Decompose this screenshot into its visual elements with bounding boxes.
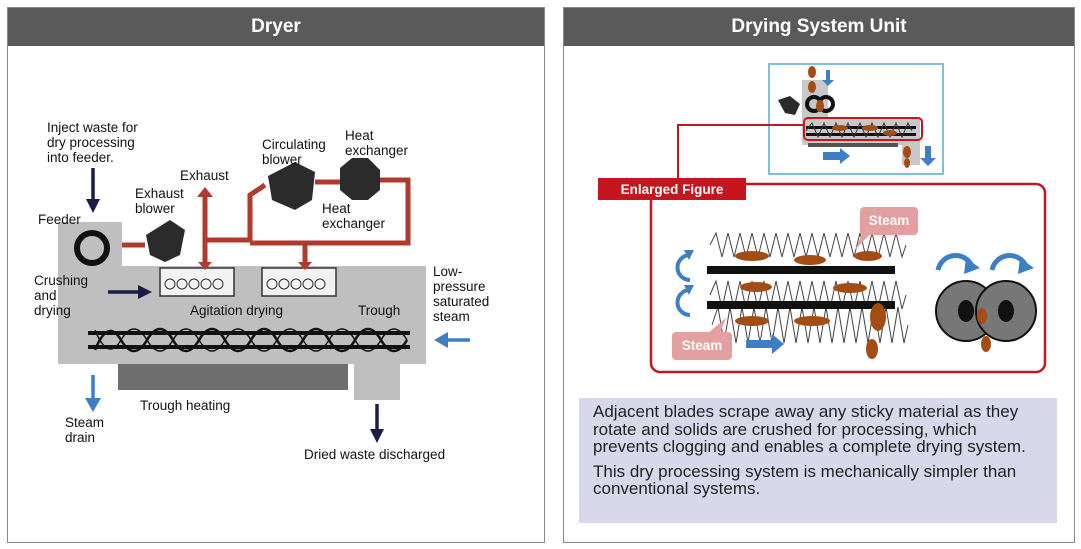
feeder-label: Feeder bbox=[38, 212, 81, 227]
steam-drain-arrow bbox=[85, 375, 101, 412]
agitation-label: Agitation drying bbox=[190, 303, 283, 318]
roller-cross-section bbox=[935, 253, 1037, 352]
drying-unit-title: Drying System Unit bbox=[564, 8, 1074, 46]
description-paragraph-2: This dry processing system is mechanical… bbox=[593, 461, 1017, 498]
discharge-chute bbox=[354, 364, 400, 400]
trough-heating-jacket bbox=[118, 364, 348, 390]
exhaust-blower bbox=[146, 220, 185, 262]
agitation-box-right bbox=[261, 267, 337, 297]
heat-exchanger bbox=[340, 158, 380, 200]
description-box: Adjacent blades scrape away any sticky m… bbox=[579, 398, 1057, 523]
feeder-roller bbox=[74, 230, 110, 266]
rotation-arrows-left bbox=[675, 253, 691, 317]
discharged-label: Dried waste discharged bbox=[304, 447, 445, 462]
circulating-blower bbox=[268, 162, 315, 210]
blade-assembly bbox=[707, 231, 909, 359]
trough-heating-label: Trough heating bbox=[140, 398, 230, 413]
description-paragraph-1: Adjacent blades scrape away any sticky m… bbox=[593, 402, 1026, 456]
agitation-box-left bbox=[159, 267, 235, 297]
flow-arrow-left-head bbox=[198, 262, 212, 270]
screw-conveyor bbox=[88, 327, 410, 353]
enlarged-label-box bbox=[598, 178, 746, 200]
steam-callout-top: Steam bbox=[855, 207, 918, 250]
flow-arrow-right-head bbox=[298, 262, 312, 270]
trough-label: Trough bbox=[358, 303, 400, 318]
enlarge-connector bbox=[677, 124, 804, 184]
exhaust-label: Exhaust bbox=[180, 168, 229, 183]
exhaust-arrow-head bbox=[197, 187, 213, 197]
svg-text:Steam: Steam bbox=[682, 338, 723, 353]
drying-unit-diagram: Enlarged Figure Steam Steam bbox=[598, 63, 1047, 374]
dryer-title: Dryer bbox=[8, 8, 544, 46]
focus-highlight bbox=[803, 117, 923, 141]
steam-in-arrow bbox=[434, 332, 470, 348]
flow-arrow-blue bbox=[746, 334, 784, 354]
steam-callout-bottom: Steam bbox=[672, 318, 732, 360]
enlarged-label: Enlarged Figure bbox=[621, 182, 724, 197]
svg-text:Steam: Steam bbox=[869, 213, 910, 228]
